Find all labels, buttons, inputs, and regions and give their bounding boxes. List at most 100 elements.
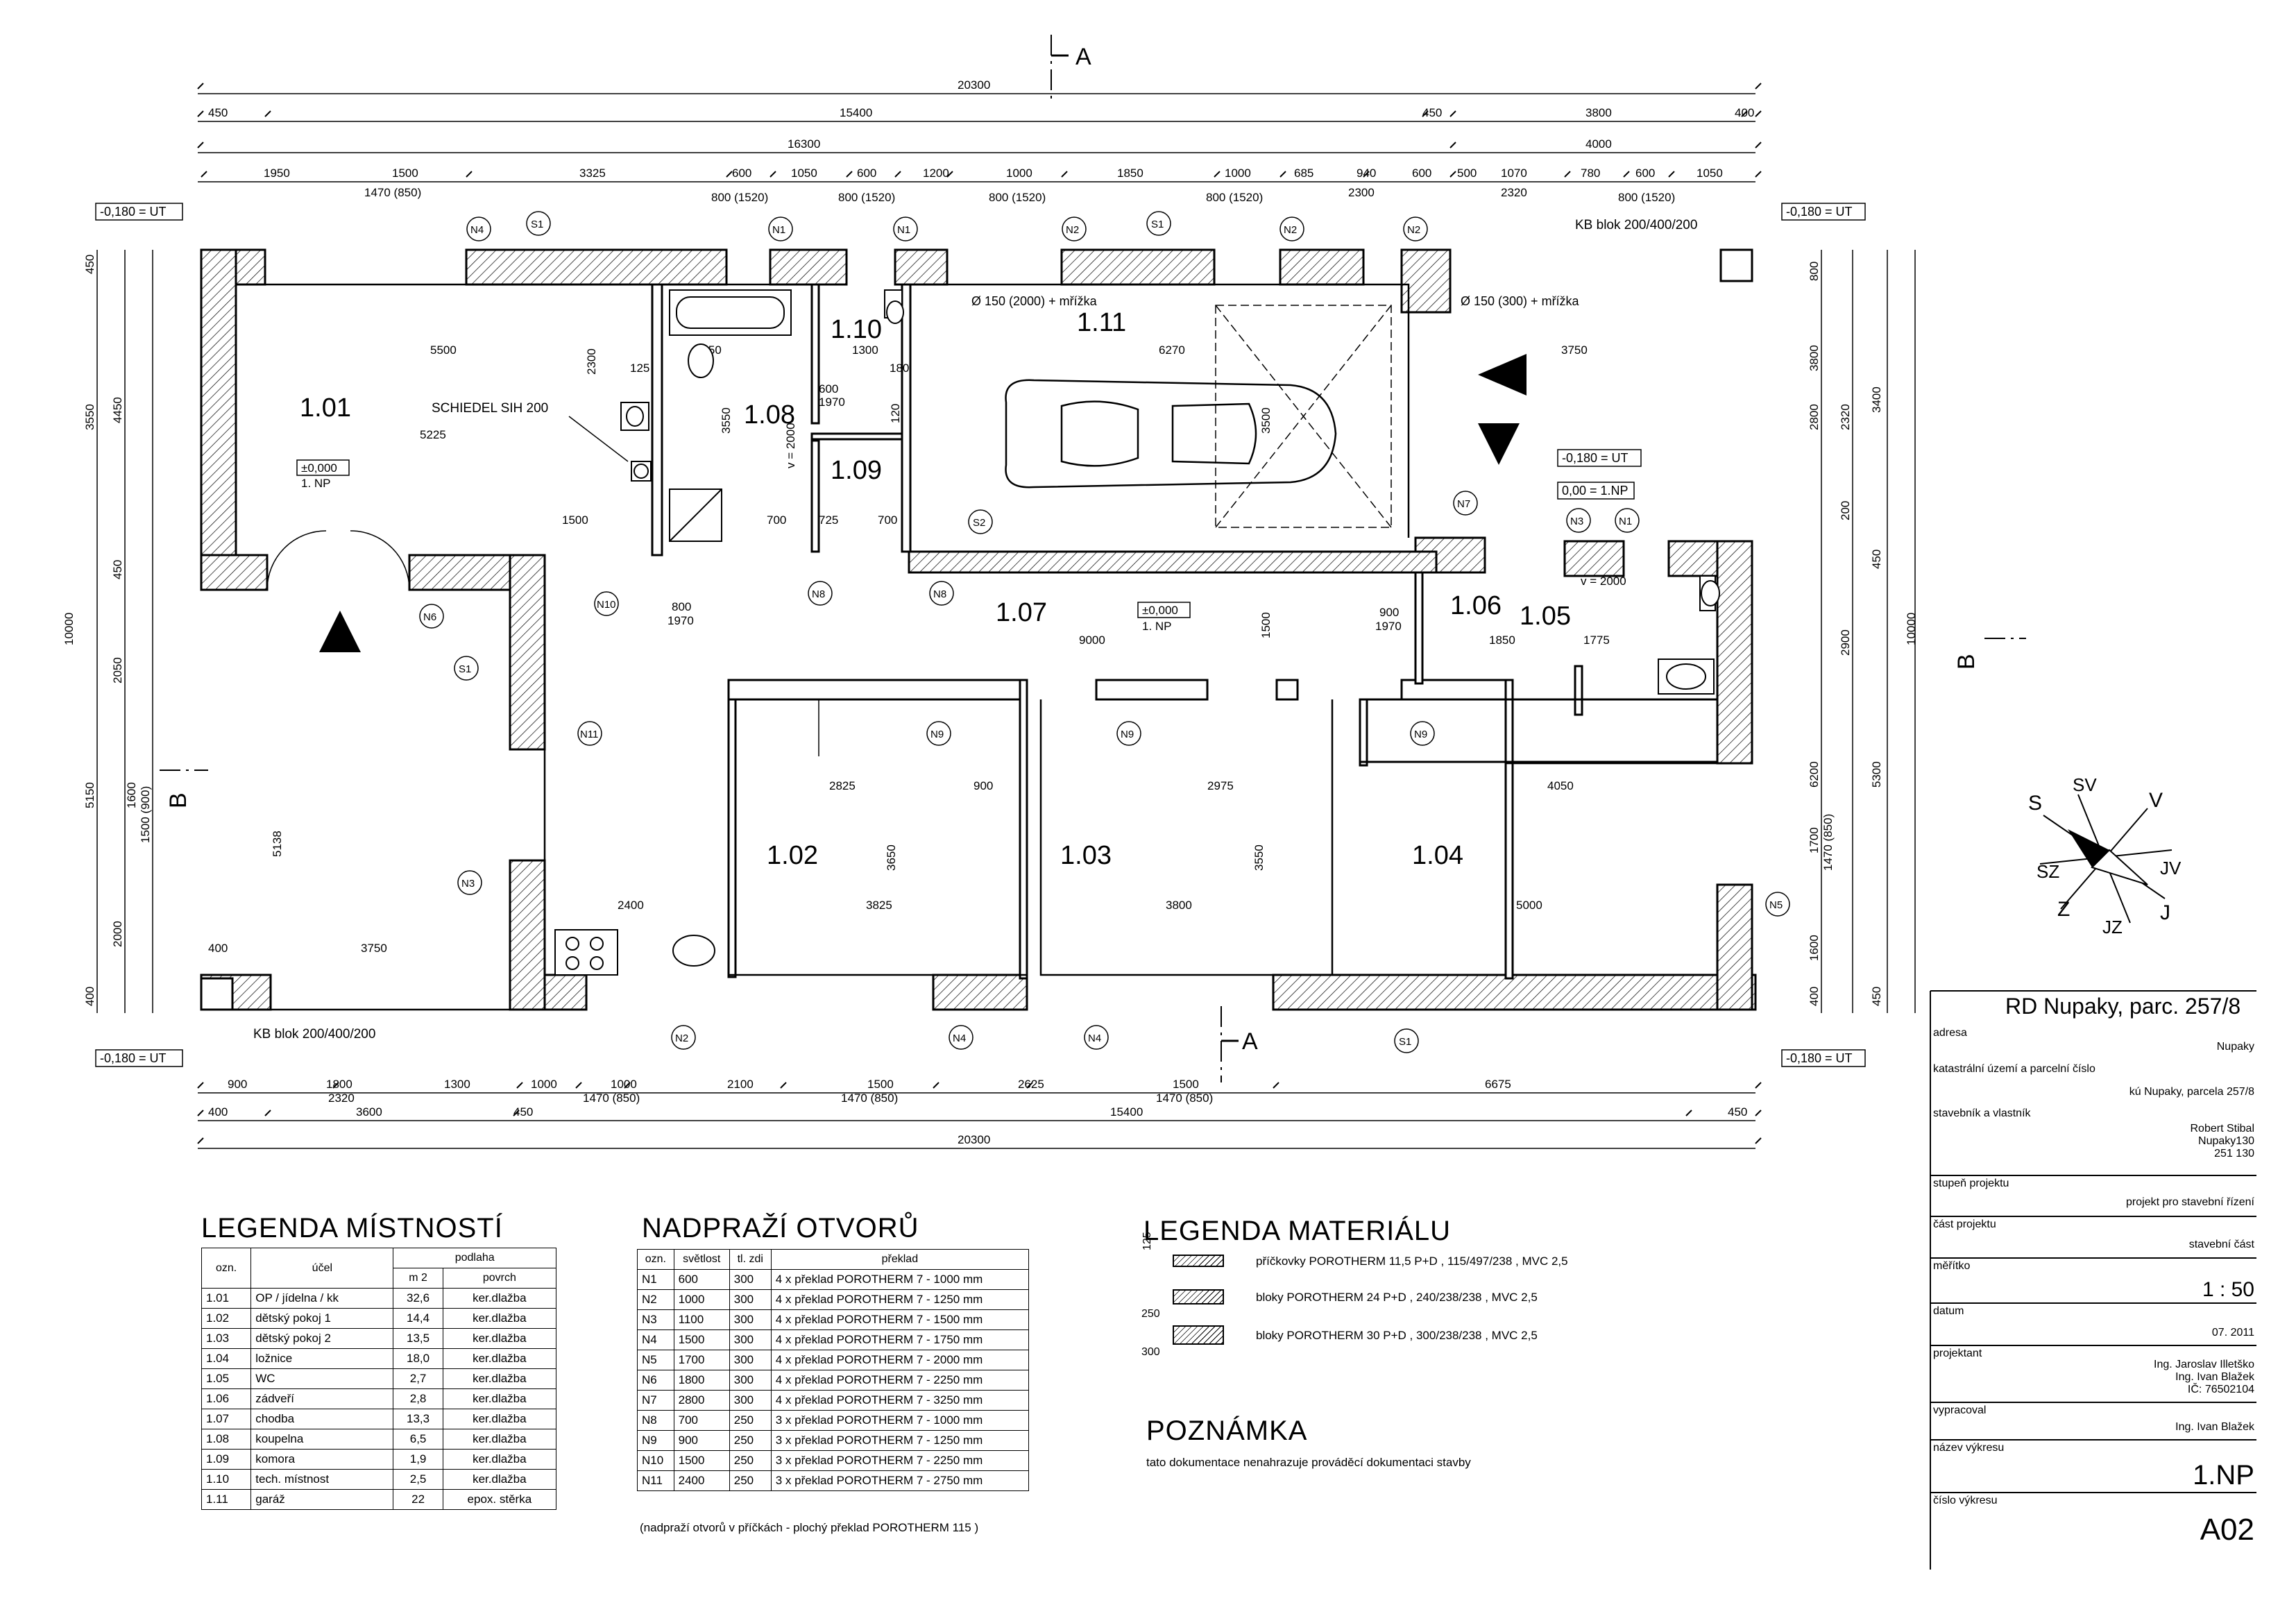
tag-n2-bottom: N2 [675, 1033, 688, 1044]
tag-s1-bottom: S1 [1399, 1036, 1411, 1048]
room-povrch: ker.dlažba [442, 1288, 557, 1309]
level-np-1-07: 1. NP [1142, 620, 1172, 633]
lintel-svetlost: 2400 [673, 1470, 730, 1491]
lintel-preklad: 3 x překlad POROTHERM 7 - 1250 mm [770, 1430, 1030, 1451]
dim-left-3: 4450 [111, 397, 124, 423]
level-np-1-01: 1. NP [301, 477, 331, 490]
dim-left-4: 450 [111, 560, 124, 579]
kb-block-bottom: KB blok 200/400/200 [253, 1027, 375, 1042]
tag-n8-b: N8 [933, 588, 946, 600]
dim-int-1300: 1300 [852, 343, 878, 357]
dim-top2-5: 400 [1735, 106, 1754, 119]
dim-top4-5: 1050 [791, 167, 817, 180]
dim-int-3750: 3750 [1561, 343, 1588, 357]
level-1-07: ±0,000 [1142, 604, 1178, 617]
tb-drawing-name: 1.NP [2193, 1460, 2254, 1490]
dim-int-400: 400 [208, 942, 228, 955]
dim-right-7: 450 [1870, 550, 1883, 569]
col-podlaha: podlaha [393, 1248, 556, 1268]
lcol-ozn: ozn. [637, 1249, 674, 1270]
interior-walls [651, 283, 1719, 980]
room-ucel: dětský pokoj 1 [250, 1308, 394, 1329]
tb-adresa-label: adresa [1933, 1027, 1967, 1039]
car-symbol [1005, 379, 1337, 488]
room-ucel: koupelna [250, 1429, 394, 1450]
dim-top4-11: 685 [1294, 167, 1313, 180]
dim-right-2: 3800 [1808, 345, 1821, 371]
room-ozn: 1.11 [201, 1489, 252, 1510]
dim-bot1s-3: 1470 (850) [841, 1091, 898, 1105]
material-thick-125: 125 [1141, 1232, 1153, 1250]
lintel-svetlost: 1800 [673, 1370, 730, 1391]
dim-top4-9: 1850 [1117, 167, 1143, 180]
tag-n9-c: N9 [1414, 729, 1427, 740]
dim-bot2-1: 400 [208, 1105, 228, 1119]
dim-top4-14: 500 [1457, 167, 1477, 180]
room-m2: 32,6 [393, 1288, 443, 1309]
tb-scale: 1 : 50 [2202, 1278, 2254, 1301]
vent-note-1: Ø 150 (2000) + mřížka [971, 294, 1098, 308]
dim-top4-15: 1070 [1501, 167, 1527, 180]
room-povrch: ker.dlažba [442, 1328, 557, 1349]
room-1-10: 1.10 [831, 315, 882, 344]
dim-int-5225: 5225 [420, 428, 446, 441]
room-m2: 1,9 [393, 1449, 443, 1470]
dim-int-1500b: 1500 [1259, 612, 1273, 638]
lintel-svetlost: 1500 [673, 1450, 730, 1471]
lintel-svetlost: 600 [673, 1269, 730, 1290]
room-ozn: 1.08 [201, 1429, 252, 1450]
dim-bot3-1: 20300 [958, 1133, 990, 1146]
tag-n10: N10 [597, 599, 616, 611]
dim-int-3550b: 3550 [1252, 844, 1266, 871]
dim-top3-2: 4000 [1585, 137, 1612, 151]
tb-date-label: datum [1933, 1305, 1964, 1317]
dim-bot1-6: 2100 [727, 1078, 754, 1091]
chimney-note: SCHIEDEL SIH 200 [432, 401, 548, 416]
tb-drawing-no-label: číslo výkresu [1933, 1495, 1998, 1506]
dim-int-6270: 6270 [1159, 343, 1185, 357]
dim-int-180: 180 [890, 362, 909, 375]
room-ozn: 1.02 [201, 1308, 252, 1329]
room-ozn: 1.01 [201, 1288, 252, 1309]
lintel-preklad: 3 x překlad POROTHERM 7 - 2750 mm [770, 1470, 1030, 1491]
dim-left-2: 3550 [83, 404, 96, 430]
level-tag-bl: -0,180 = UT [100, 1051, 167, 1065]
level-tag-br: -0,180 = UT [1786, 1051, 1853, 1065]
tb-owner-1: Robert Stibal [2190, 1123, 2255, 1135]
lintel-preklad: 4 x překlad POROTHERM 7 - 1750 mm [770, 1329, 1030, 1350]
dim-left-9: 1600 [125, 782, 138, 808]
material-thick-250: 250 [1141, 1308, 1160, 1320]
tb-designer-2: Ing. Ivan Blažek [2175, 1371, 2254, 1383]
dim-int-3500: 3500 [1259, 407, 1273, 434]
room-ozn: 1.06 [201, 1388, 252, 1409]
tag-n11: N11 [580, 729, 598, 740]
room-povrch: ker.dlažba [442, 1308, 557, 1329]
lintel-svetlost: 2800 [673, 1390, 730, 1411]
lintel-ozn: N10 [637, 1450, 674, 1471]
dim-right-14: 1600 [1808, 935, 1821, 961]
lintel-svetlost: 900 [673, 1430, 730, 1451]
lintel-preklad: 4 x překlad POROTHERM 7 - 1250 mm [770, 1289, 1030, 1310]
dim-int-700b: 700 [878, 513, 897, 527]
dim-right-1: 800 [1808, 262, 1821, 281]
dim-top4s-8: 800 (1520) [1618, 191, 1675, 204]
tag-n1-r: N1 [1619, 516, 1632, 527]
compass-sz: SZ [2036, 861, 2059, 882]
lintel-svetlost: 700 [673, 1410, 730, 1431]
note-text: tato dokumentace nenahrazuje prováděcí d… [1146, 1456, 1471, 1469]
compass: S SV V JV J JZ Z SZ [2028, 774, 2182, 937]
dim-bot1s-4: 1470 (850) [1156, 1091, 1213, 1105]
material-thick-300: 300 [1141, 1346, 1160, 1358]
dim-int-900: 900 [1379, 606, 1399, 619]
lintel-preklad: 4 x překlad POROTHERM 7 - 1500 mm [770, 1309, 1030, 1330]
room-povrch: ker.dlažba [442, 1429, 557, 1450]
dim-top2-4: 3800 [1585, 106, 1612, 119]
dim-int-1970b: 1970 [667, 614, 694, 627]
lintel-ozn: N11 [637, 1470, 674, 1491]
